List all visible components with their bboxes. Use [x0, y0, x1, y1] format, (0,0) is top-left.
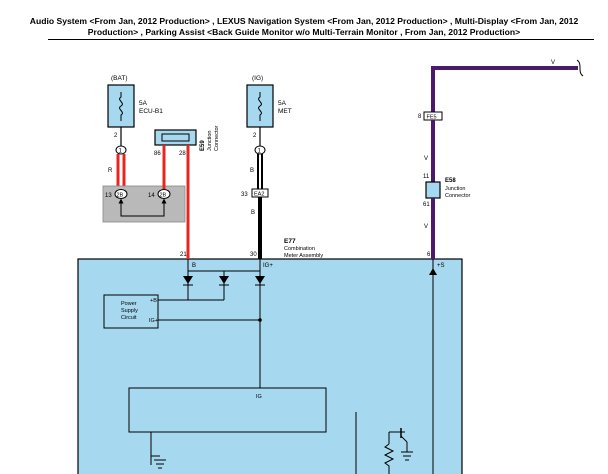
meter-pin-b-num: 21: [180, 252, 187, 258]
resistor-icon: [383, 443, 395, 474]
meter-desc2: Meter Assembly: [284, 253, 323, 259]
combination-meter-box: [77, 258, 463, 474]
meter-pin-ig-num: 30: [250, 252, 257, 258]
meter-id: E77: [284, 238, 296, 245]
v-wire-break: [576, 59, 584, 77]
v-wire-label-bot: V: [424, 224, 428, 230]
bat-splice-1: [115, 145, 127, 155]
junction-e59-label-group: E59 Junction Connector: [200, 125, 220, 151]
bat-conn-a-label: 2B: [117, 193, 124, 199]
junction-e59-desc2: Connector: [214, 125, 220, 151]
ig-splice-1: [254, 145, 266, 155]
bat-splice-label: 1: [119, 149, 123, 155]
ig-wire-color-label-2: B: [251, 210, 255, 216]
junction-e58-box: [425, 181, 441, 199]
transistor-emitter: [400, 435, 408, 443]
v-wire-label-top: V: [551, 60, 555, 66]
junction-e59-box: [154, 129, 197, 146]
bat-fuse-pin: 2: [114, 133, 118, 139]
meter-desc1: Combination: [284, 246, 315, 252]
psu-line1: Power: [121, 301, 137, 307]
junction-e58-id: E58: [445, 178, 456, 184]
diagram-header: Audio System <From Jan, 2012 Production>…: [0, 16, 608, 38]
v-jc-pin-bot: 61: [423, 202, 430, 208]
bat-conn-b-label: 2B: [160, 193, 167, 199]
bat-fuse-icon: [119, 92, 123, 121]
psu-ig-label: IG+: [149, 318, 158, 324]
bat-wire-color-label: R: [108, 168, 113, 174]
meter-lower-box-label: IG: [256, 394, 262, 400]
ig-splice-label: 1: [258, 149, 262, 155]
psu-line3: Circuit: [121, 315, 137, 321]
meter-pin-b-label: B: [192, 263, 196, 269]
bat-conn-a-pin: 13: [105, 193, 112, 199]
meter-pin-ig-label: IG+: [263, 263, 273, 269]
junction-e59-pin-left: 86: [154, 151, 161, 157]
power-supply-box: [103, 294, 159, 329]
bat-conn-b-pin: 14: [148, 193, 155, 199]
psu-line2: Supply: [121, 308, 138, 314]
bat-fuse-rating: 5A: [139, 100, 148, 107]
v-jc-pin-top: 11: [423, 174, 430, 180]
meter-pin-s-label: +S: [437, 263, 445, 269]
v-conn-label: FE5: [427, 115, 437, 121]
psu-b-label: +B: [150, 298, 157, 304]
meter-ig-node: [258, 318, 262, 322]
header-line-2: Production> , Parking Assist <Back Guide…: [87, 27, 521, 37]
junction-e58-desc1: Junction: [445, 186, 466, 192]
header-line-1: Audio System <From Jan, 2012 Production>…: [29, 16, 579, 26]
ig-wire-color-label: B: [250, 168, 254, 174]
meter-lower-box: [128, 387, 327, 433]
diode-ig: [255, 276, 265, 284]
junction-e59-pin-right: 28: [179, 151, 186, 157]
ig-source-label: (IG): [252, 75, 263, 82]
ig-fuse-pin: 2: [253, 133, 257, 139]
diode-mid: [219, 276, 229, 284]
junction-e58-desc2: Connector: [445, 193, 471, 199]
junction-e59-inner: [161, 133, 190, 142]
junction-e59-id: E59: [200, 140, 206, 151]
v-purple-wire-top: [431, 66, 578, 115]
bat-gray-connector-block: [102, 185, 186, 223]
diode-b: [183, 276, 193, 284]
meter-s-arrow: [429, 268, 437, 275]
junction-e59-desc1: Junction: [207, 131, 213, 152]
bat-conn-internal-loop: [120, 212, 165, 217]
v-conn-pin: 8: [418, 114, 422, 120]
ig-fuse-icon: [258, 92, 262, 121]
ig-conn-label: EA2: [254, 192, 264, 198]
ig-fuse-rating: 5A: [278, 100, 287, 107]
bat-fuse-name: ECU-B1: [139, 108, 163, 115]
v-wire-label-mid: V: [424, 156, 428, 162]
ig-conn-pin: 33: [241, 192, 248, 198]
bat-source-label: (BAT): [111, 75, 128, 82]
ig-fuse-name: MET: [278, 108, 292, 115]
header-rule: [48, 39, 594, 40]
meter-pin-s-num: 6: [427, 252, 431, 258]
